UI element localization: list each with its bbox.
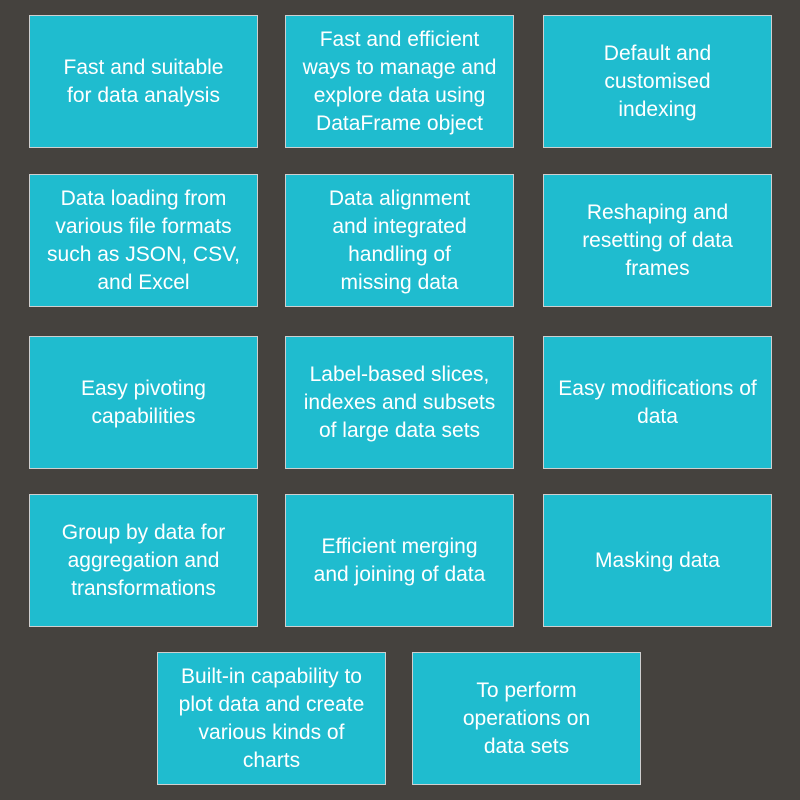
feature-box: Group by data for aggregation and transf… [29,494,258,627]
feature-box: Reshaping and resetting of data frames [543,174,772,307]
feature-box: Label-based slices, indexes and subsets … [285,336,514,469]
feature-box: Masking data [543,494,772,627]
feature-box: Data alignment and integrated handling o… [285,174,514,307]
feature-box: Built-in capability to plot data and cre… [157,652,386,785]
feature-box: Easy modifications of data [543,336,772,469]
feature-box: Default and customised indexing [543,15,772,148]
feature-box: Data loading from various file formats s… [29,174,258,307]
feature-box: Fast and suitable for data analysis [29,15,258,148]
feature-box: Easy pivoting capabilities [29,336,258,469]
feature-box: Efficient merging and joining of data [285,494,514,627]
feature-box: Fast and efficient ways to manage and ex… [285,15,514,148]
feature-box: To perform operations on data sets [412,652,641,785]
